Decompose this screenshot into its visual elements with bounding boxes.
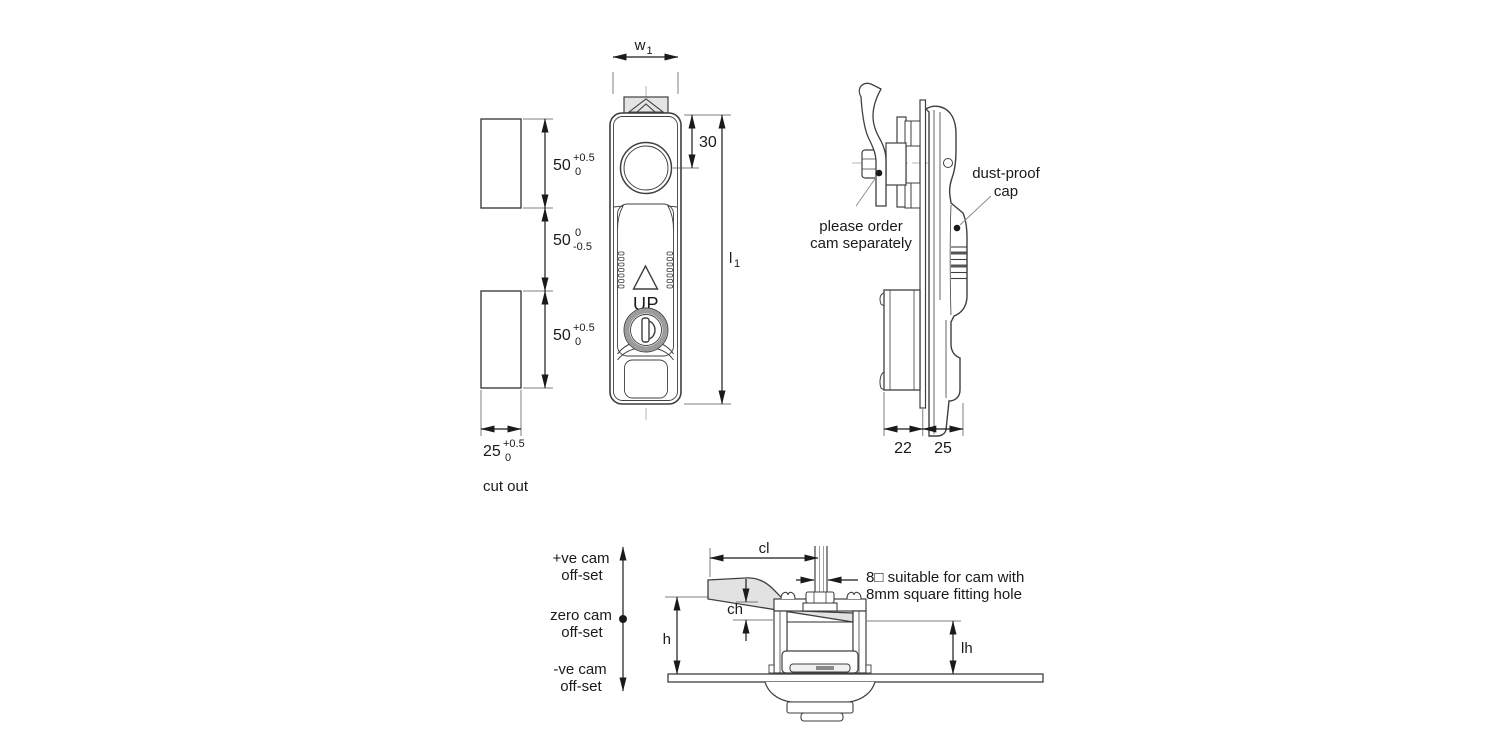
bottom-step1 — [786, 701, 854, 714]
mounting-bolts — [904, 120, 921, 209]
cam-note-line1: please order — [819, 218, 902, 235]
front-dimension-lines — [612, 53, 726, 405]
dim-cl-label: cl — [759, 540, 770, 557]
door-panel — [919, 99, 927, 409]
shaft-block — [885, 142, 907, 186]
bottom-step2 — [800, 712, 844, 722]
dim-22-label: 22 — [894, 440, 912, 457]
dust-cap-note-line2: cap — [994, 183, 1018, 200]
square-note-line1: 8□ suitable for cam with — [866, 569, 1024, 586]
dim-30-label: 30 — [699, 134, 717, 151]
offset-positive-line1: +ve cam — [552, 550, 609, 567]
cutout-dim-top-tol-upper: +0.5 — [573, 152, 595, 164]
bottom-dimension-lines — [673, 554, 957, 675]
offset-negative-line1: -ve cam — [553, 661, 606, 678]
cutout-dim-middle-tol-lower: -0.5 — [573, 241, 592, 253]
cutout-dim-top-tol-lower: 0 — [575, 166, 581, 178]
front-lower-plate — [624, 359, 668, 399]
key-slot-icon — [641, 317, 656, 343]
cutout-caption: cut out — [483, 478, 529, 495]
bottom-door-panel — [667, 673, 1044, 683]
cutout-view: 50 +0.5 0 50 0 -0.5 50 +0.5 0 25 +0.5 0 … — [480, 118, 595, 495]
cam-lever — [858, 82, 887, 207]
dim-l1-sub: 1 — [734, 258, 740, 270]
cutout-dim-top-value: 50 — [553, 157, 571, 174]
cam-note: please order cam separately — [810, 169, 912, 252]
dim-ch-label: ch — [727, 601, 743, 618]
key-cylinder-inner — [630, 314, 662, 346]
side-body-inner-lines — [933, 110, 952, 434]
cutout-dim-bottom-tol-lower: 0 — [575, 336, 581, 348]
up-arrow-icon — [632, 264, 659, 290]
cutout-dim-bottom-value: 50 — [553, 327, 571, 344]
cutout-dim-width-tol-lower: 0 — [505, 452, 511, 464]
front-body-inner-outline — [613, 116, 678, 401]
cutout-hole-top — [480, 118, 522, 209]
bottom-bowl — [764, 681, 876, 703]
side-body-outline — [924, 105, 968, 437]
push-button-inner — [623, 145, 669, 191]
square-shaft — [814, 546, 828, 592]
cap-chevron-icon — [627, 98, 665, 113]
bottom-lower-block — [781, 650, 859, 674]
offset-zero-line1: zero cam — [550, 607, 612, 624]
pivot-circle — [943, 158, 953, 168]
dim-h-label: h — [663, 631, 671, 648]
key-cylinder-ring — [624, 308, 668, 352]
cutout-dimension-lines — [480, 118, 549, 433]
square-note-line2: 8mm square fitting hole — [866, 586, 1022, 603]
bottom-plate-ears — [780, 591, 862, 600]
front-view: UP w 1 30 l 1 — [609, 37, 740, 420]
bottom-hex-nut — [802, 591, 838, 612]
cutout-dim-bottom-tol-upper: +0.5 — [573, 322, 595, 334]
dim-25-label: 25 — [934, 440, 952, 457]
grip-ribs — [618, 251, 673, 289]
dim-l1-base: l — [729, 250, 732, 267]
latch-block — [879, 289, 921, 391]
offset-positive-line2: off-set — [561, 567, 603, 584]
cutout-dim-middle-tol-upper: 0 — [575, 227, 581, 239]
cutout-dim-width-value: 25 — [483, 443, 501, 460]
cam-offset-legend: +ve cam off-set zero cam off-set -ve cam… — [550, 546, 627, 695]
offset-negative-line2: off-set — [560, 678, 602, 695]
cam-note-line2: cam separately — [810, 235, 912, 252]
dim-w1-base: w — [634, 37, 646, 54]
dust-cap-note: dust-proof cap — [953, 165, 1041, 232]
dust-cap-note-line1: dust-proof — [972, 165, 1040, 182]
side-view: please order cam separately dust-proof c… — [810, 82, 1041, 457]
cutout-dim-middle-value: 50 — [553, 232, 571, 249]
bottom-view: +ve cam off-set zero cam off-set -ve cam… — [550, 540, 1044, 722]
handle-recess — [617, 203, 674, 357]
push-button — [619, 141, 673, 195]
cutout-hole-bottom — [480, 290, 522, 389]
offset-zero-line2: off-set — [561, 624, 603, 641]
dim-lh-label: lh — [961, 640, 973, 657]
cutout-dim-width-tol-upper: +0.5 — [503, 438, 525, 450]
dim-w1-sub: 1 — [647, 45, 653, 57]
dust-cap-ribs — [951, 246, 967, 280]
